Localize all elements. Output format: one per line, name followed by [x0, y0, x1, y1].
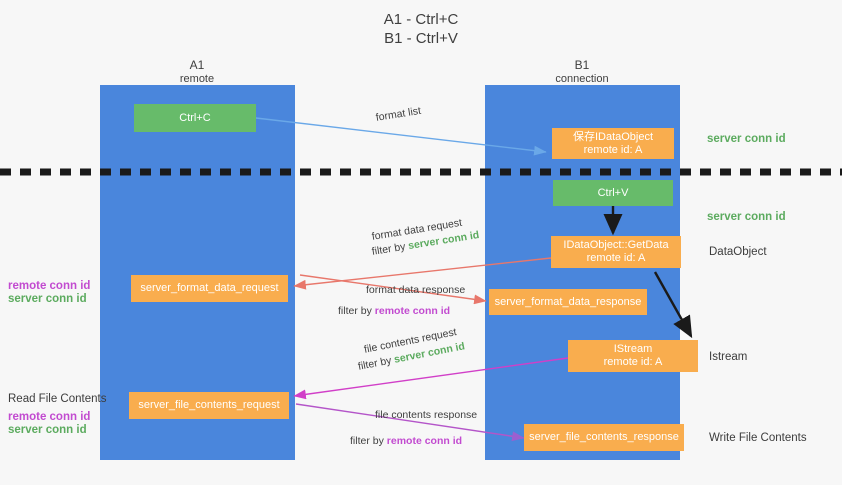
- right-label-write-file-contents: Write File Contents: [709, 432, 807, 444]
- arrow-getdata-to-istream: [653, 271, 693, 339]
- right-label-server-conn-id-mid: server conn id: [707, 211, 786, 223]
- column-header-b1-name: B1: [574, 58, 590, 72]
- arrow-file-contents-response: [295, 403, 525, 442]
- page-title: A1 - Ctrl+C B1 - Ctrl+V: [0, 10, 842, 48]
- right-label-dataobject: DataObject: [709, 246, 767, 258]
- node-istream[interactable]: IStream remote id: A: [568, 340, 698, 372]
- filter-prefix: filter by: [350, 435, 387, 447]
- node-save-idataobject[interactable]: 保存IDataObject remote id: A: [552, 128, 674, 159]
- edge-label-format-list: format list: [375, 104, 422, 124]
- column-header-a1-sub: remote: [179, 73, 215, 85]
- left-label-server-conn-id-2: server conn id: [8, 424, 87, 436]
- edge-label-file-contents-response: file contents response: [375, 409, 478, 421]
- node-server-format-data-response[interactable]: server_format_data_response: [489, 289, 647, 315]
- left-label-read-file-contents: Read File Contents: [8, 393, 107, 405]
- column-header-b1-sub: connection: [555, 73, 609, 85]
- page-title-line1: A1 - Ctrl+C: [383, 11, 459, 28]
- left-label-remote-conn-id-1: remote conn id: [8, 280, 91, 292]
- filter-value-remote-conn-id: remote conn id: [386, 435, 463, 447]
- filter-prefix: filter by: [338, 305, 375, 317]
- left-label-server-conn-id-1: server conn id: [8, 293, 87, 305]
- arrow-format-data-request: [293, 257, 552, 290]
- node-idataobject-getdata[interactable]: IDataObject::GetData remote id: A: [551, 236, 681, 268]
- page-title-line2: B1 - Ctrl+V: [384, 30, 458, 47]
- arrow-file-contents-request: [293, 357, 569, 400]
- node-server-file-contents-request[interactable]: server_file_contents_request: [129, 392, 289, 419]
- node-ctrl-c[interactable]: Ctrl+C: [134, 104, 256, 132]
- node-server-format-data-request[interactable]: server_format_data_request: [131, 275, 288, 302]
- arrow-format-data-response: [299, 274, 487, 305]
- column-header-b1: B1 connection: [522, 58, 642, 86]
- column-header-a1: A1 remote: [137, 58, 257, 86]
- right-label-istream: Istream: [709, 351, 748, 363]
- edge-label-file-contents-response-filter: filter by remote conn id: [350, 435, 462, 448]
- node-ctrl-v[interactable]: Ctrl+V: [553, 180, 673, 206]
- left-label-remote-conn-id-2: remote conn id: [8, 411, 91, 423]
- arrow-format-list: [255, 117, 547, 156]
- edge-label-format-data-response: format data response: [366, 284, 466, 296]
- filter-value-remote-conn-id: remote conn id: [374, 305, 451, 317]
- right-label-server-conn-id-top: server conn id: [707, 133, 786, 145]
- filter-prefix: filter by: [357, 353, 396, 373]
- column-header-a1-name: A1: [189, 58, 205, 72]
- edge-label-format-data-response-filter: filter by remote conn id: [338, 305, 450, 318]
- node-server-file-contents-response[interactable]: server_file_contents_response: [524, 424, 684, 451]
